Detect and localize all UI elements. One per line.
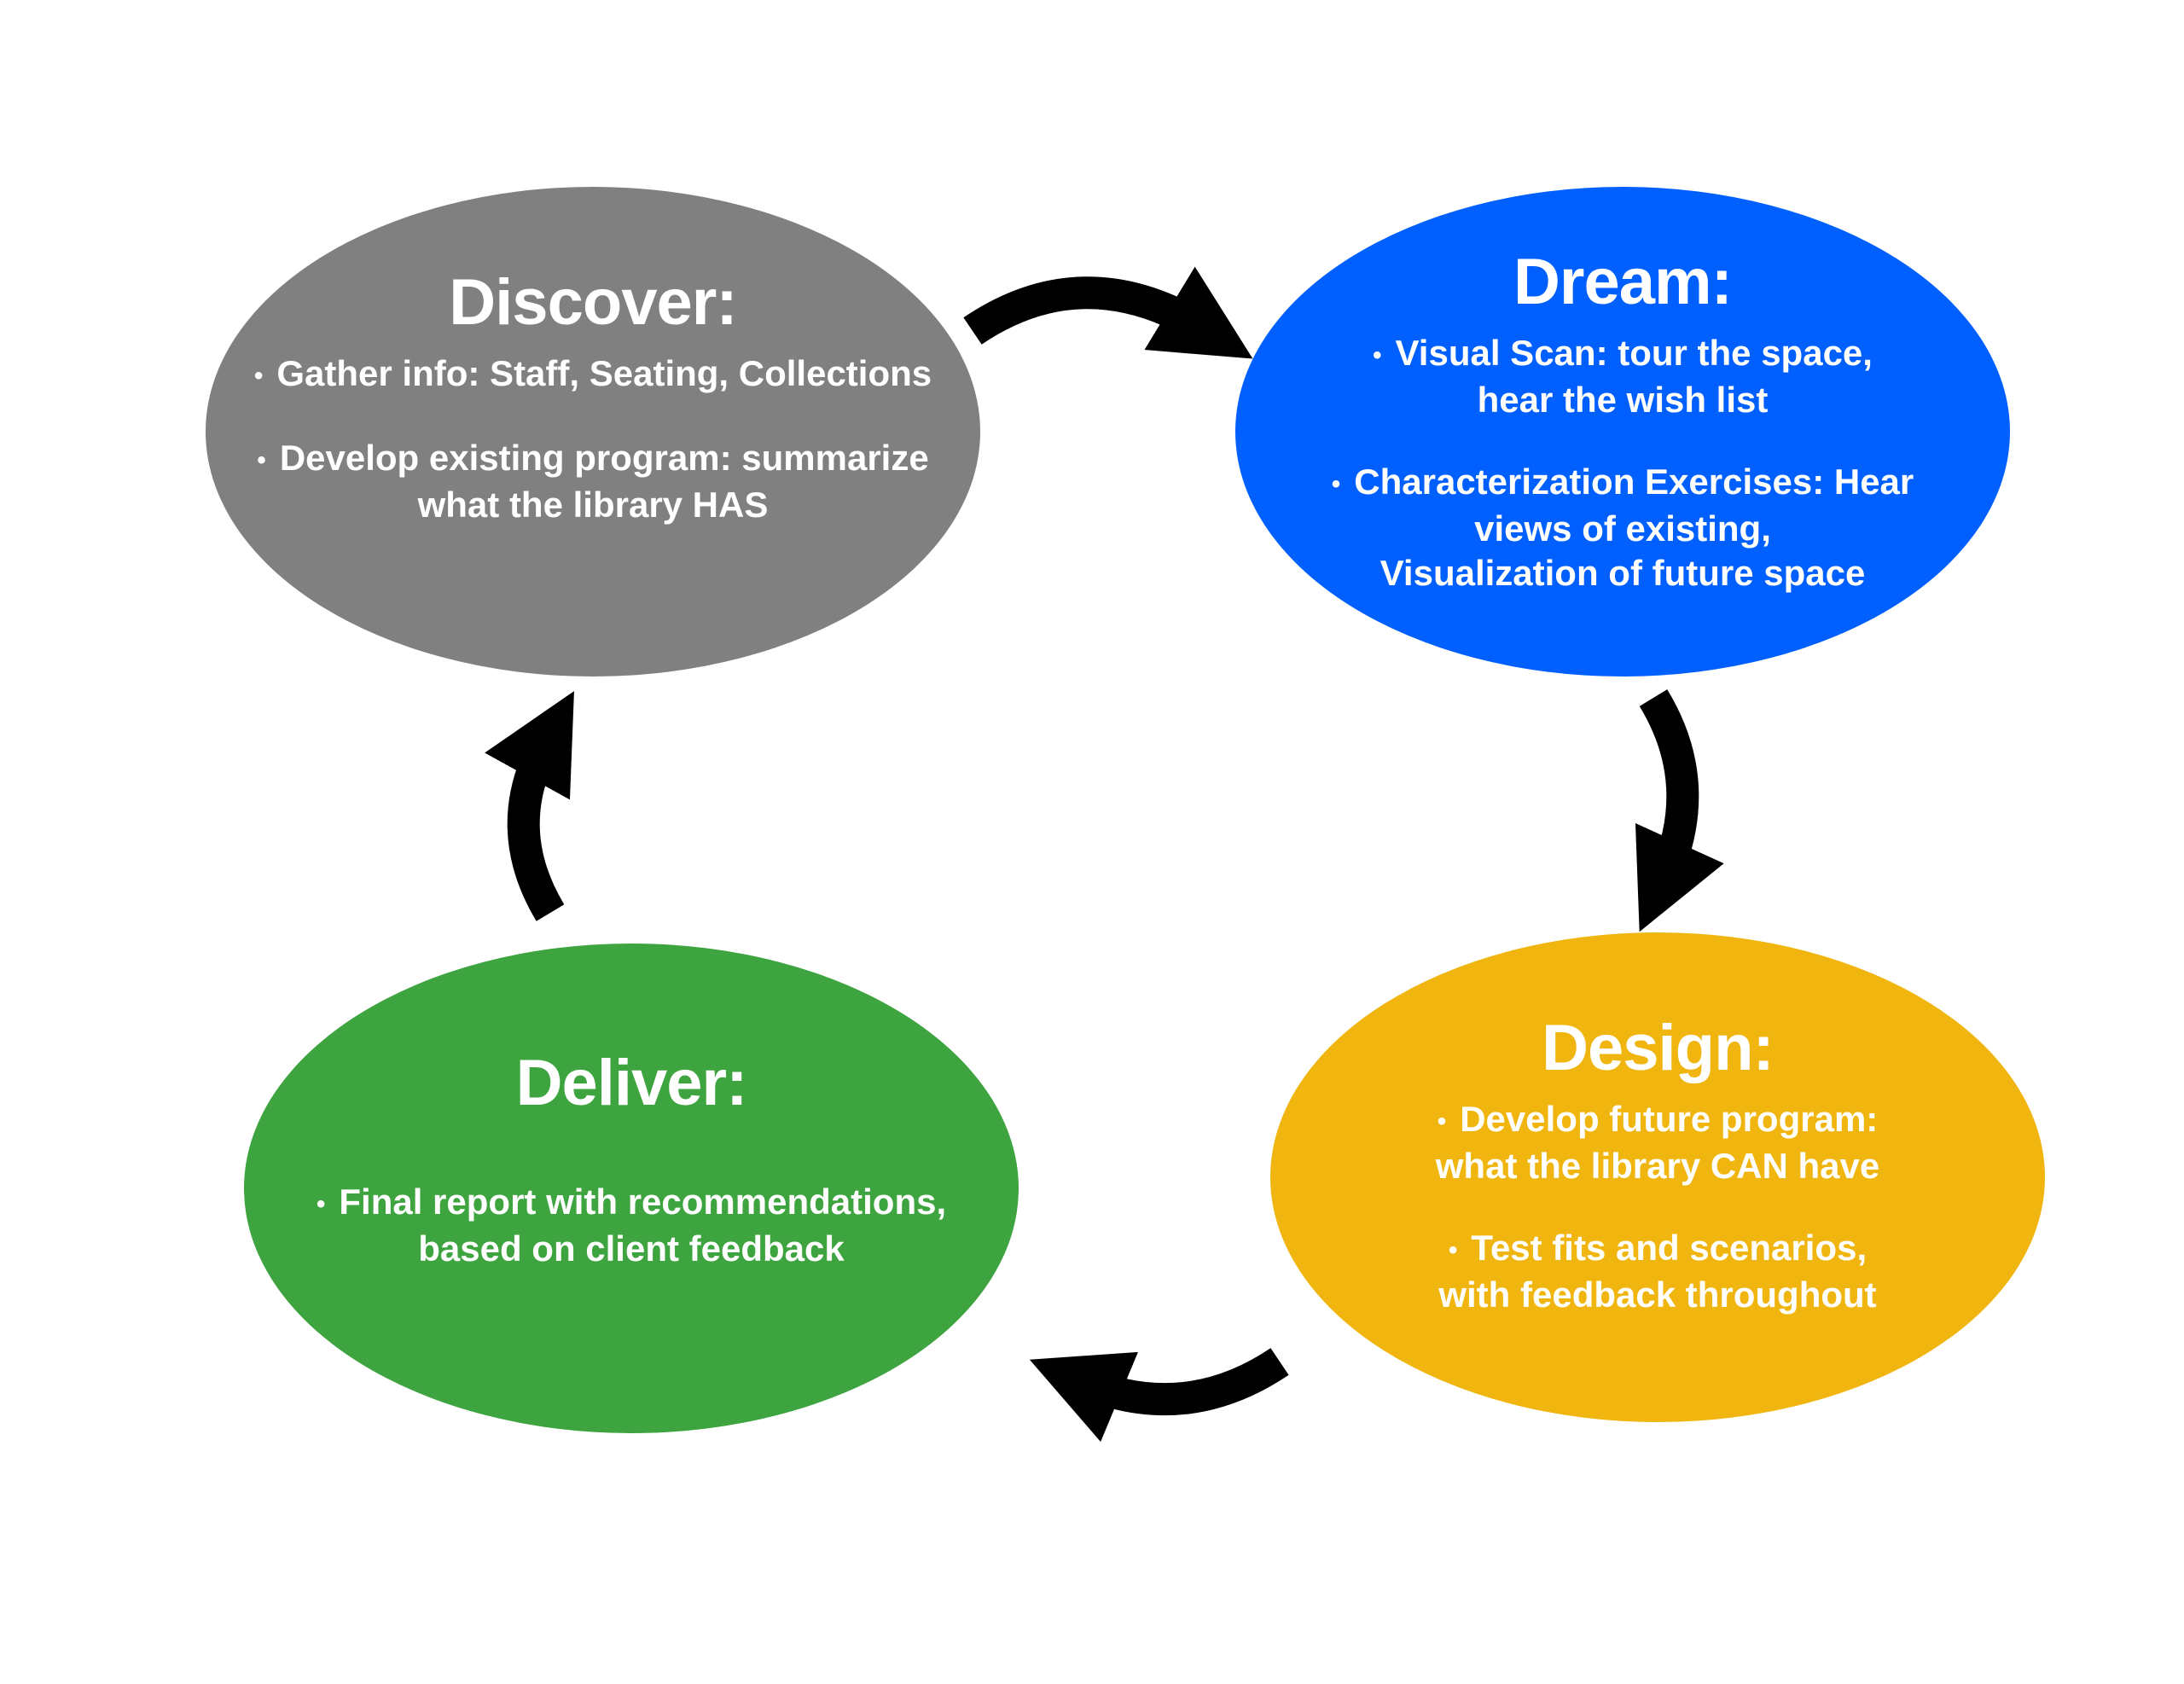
bullet-dot-icon: • [1373,340,1382,369]
phase-title: Design: [1542,1012,1774,1084]
phase-dream: Dream: •Visual Scan: tour the space,hear… [1235,187,2010,677]
bullet-item: •Visual Scan: tour the space,hear the wi… [1373,333,1873,420]
bullet-dot-icon: • [253,361,264,390]
bullet-item: •Develop future program:what the library… [1435,1099,1880,1186]
arrow-dream-to-design [1635,689,1724,932]
phase-title: Deliver: [515,1047,748,1119]
bullet-dot-icon: • [1331,469,1341,498]
phase-title: Dream: [1513,246,1733,318]
phase-discover: Discover: •Gather info: Staff, Seating, … [206,187,980,677]
arrow-design-to-deliver [1029,1348,1289,1443]
phase-design: Design: •Develop future program:what the… [1270,932,2045,1422]
phase-deliver: Deliver: •Final report with recommendati… [244,944,1019,1433]
bullet-item: •Test fits and scenarios,with feedback t… [1438,1227,1877,1315]
bullet-dot-icon: • [316,1189,326,1218]
bullet-dot-icon: • [1448,1235,1458,1264]
arrow-deliver-to-discover [485,691,574,921]
bullet-dot-icon: • [1437,1106,1447,1135]
phase-title: Discover: [449,266,737,339]
bullet-dot-icon: • [257,445,266,474]
arrow-discover-to-dream [963,266,1253,359]
bullet-item: •Gather info: Staff, Seating, Collection… [253,353,932,393]
bullet-item: •Final report with recommendations,based… [316,1182,947,1269]
